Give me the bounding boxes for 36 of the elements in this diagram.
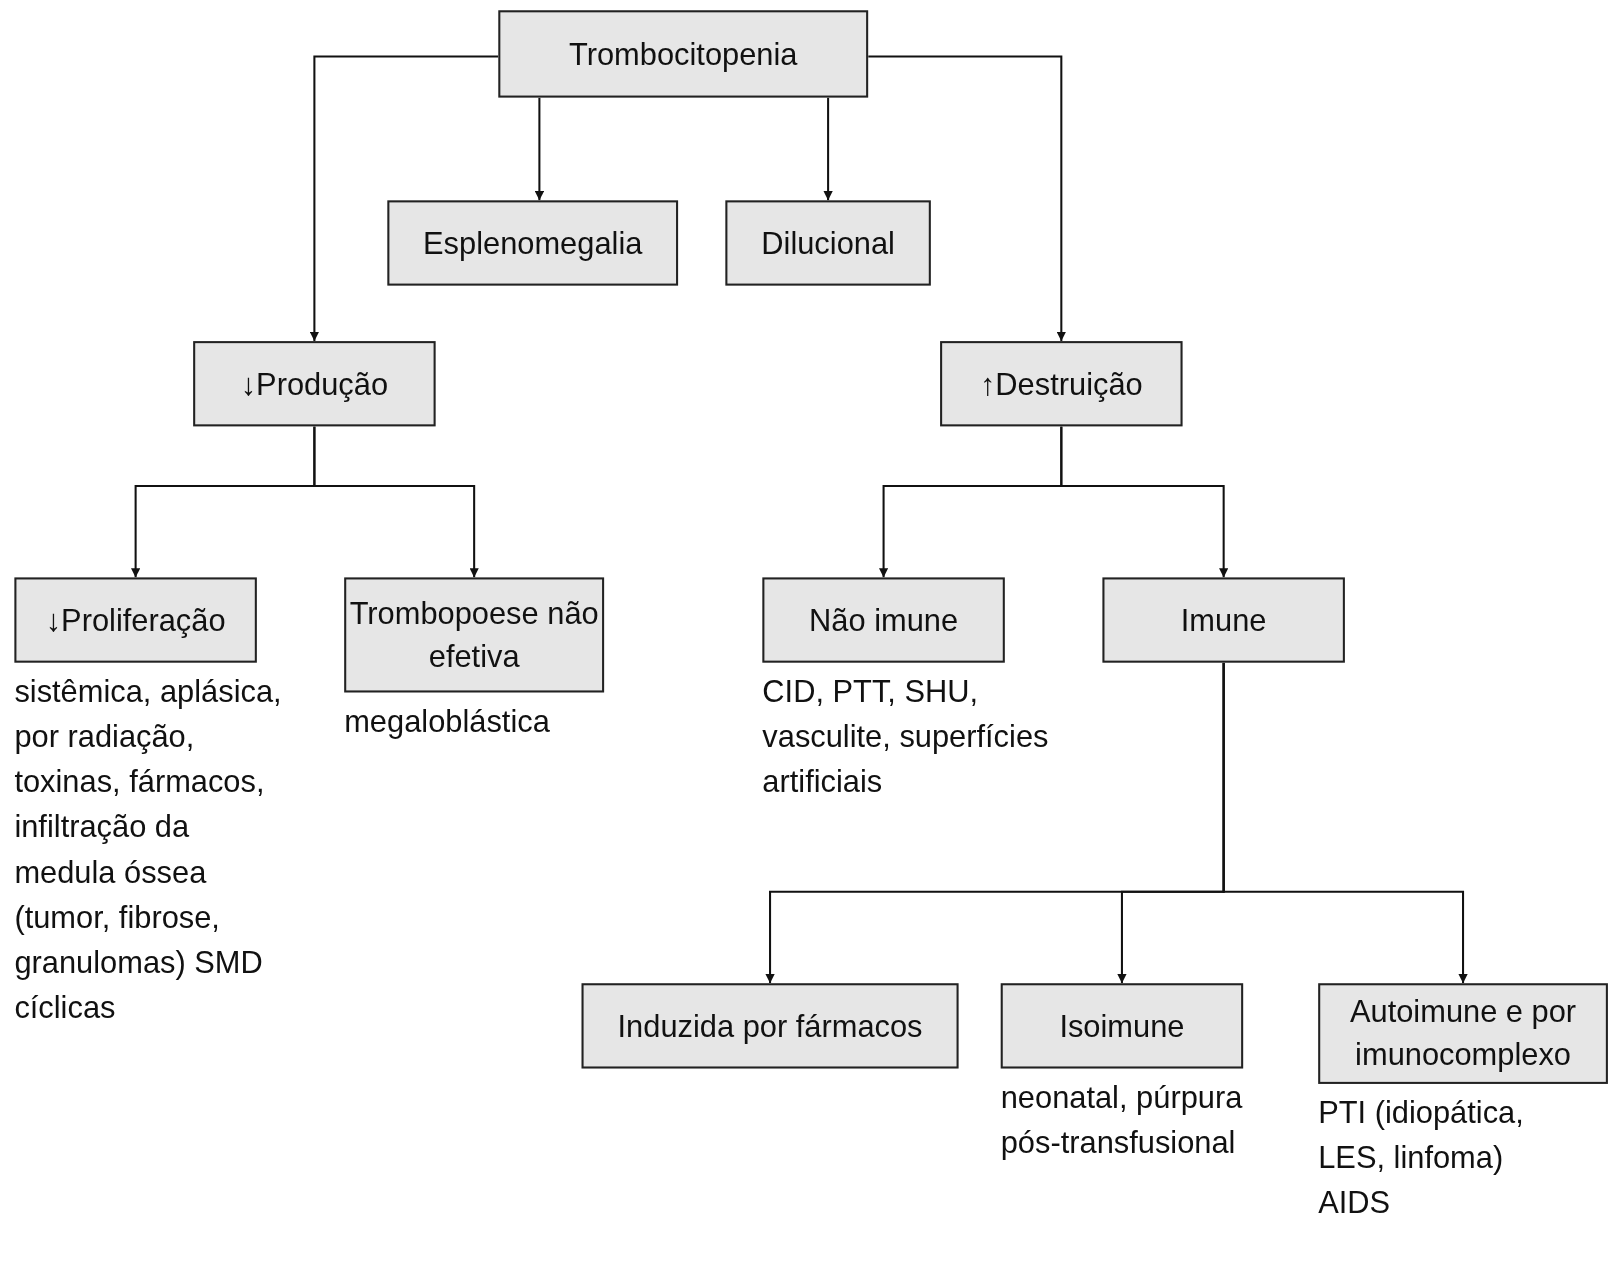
node-label: Esplenomegalia (423, 224, 643, 263)
node-label: Imune (1180, 601, 1267, 639)
category-box (498, 10, 869, 98)
arrow (534, 97, 544, 201)
arrow (1222, 662, 1468, 984)
node-label: ↑Destruição (979, 365, 1143, 404)
category-box (940, 341, 1183, 427)
annotation-text: neonatal, púrpura pós-transfusional (1000, 1078, 1244, 1162)
node-label: Não imune (809, 601, 959, 639)
arrow (868, 55, 1066, 342)
category-box (1000, 983, 1244, 1069)
node-label: Trombocitopenia (569, 35, 798, 74)
node-label: Autoimune e por imunocomplexo (1348, 993, 1578, 1074)
category-box (1318, 983, 1608, 1084)
category-box (193, 341, 436, 427)
category-box (387, 200, 679, 286)
annotation-text: megaloblástica (344, 702, 551, 741)
annotation-text: PTI (idiopática, LES, linfoma) AIDS (1318, 1094, 1525, 1222)
category-box (344, 577, 605, 693)
arrow (823, 97, 833, 201)
category-box (762, 577, 1005, 663)
arrow (1060, 426, 1229, 578)
node-label: Isoimune (1059, 1007, 1185, 1045)
node-label: ↓Proliferação (45, 601, 226, 640)
arrow (309, 55, 499, 342)
node-label: Dilucional (761, 224, 895, 262)
category-box (581, 983, 959, 1069)
category-box (14, 577, 257, 663)
category-box (725, 200, 931, 286)
annotation-text: CID, PTT, SHU, vasculite, superfícies artificiais (762, 673, 1050, 801)
node-label: Induzida por fármacos (617, 1007, 923, 1046)
category-box (1102, 577, 1345, 663)
node-label: ↓Produção (240, 365, 389, 404)
arrow (313, 426, 479, 578)
node-label: Trombopoese não efetiva (348, 594, 600, 675)
annotation-text: sistêmica, aplásica, por radiação, toxinas, fármacos, infiltração da medula óssea (tumor, fibrose, granulomas) SMD cíclicas (14, 673, 283, 1027)
